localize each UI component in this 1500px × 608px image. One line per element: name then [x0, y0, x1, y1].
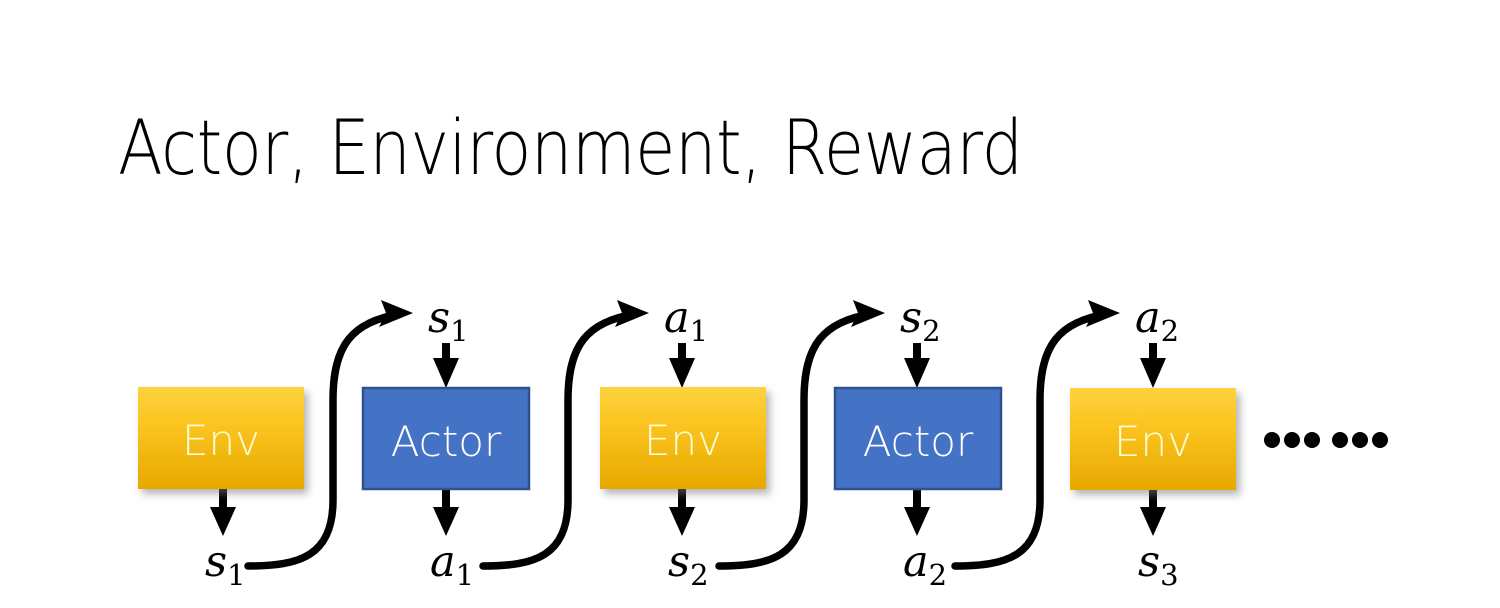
math-base: s	[205, 537, 227, 587]
connector-path	[951, 310, 1111, 570]
block-label: Env	[644, 416, 722, 465]
block-rect	[600, 387, 766, 489]
math-subscript: 3	[1160, 558, 1178, 592]
bottom-label-group: s1 a1 s2 a2 s3	[205, 537, 1179, 592]
math-subscript: 1	[450, 314, 468, 348]
math-label-s1-top: s1	[428, 293, 469, 348]
block-rect	[1070, 388, 1236, 490]
math-label-a2-bottom: a2	[903, 537, 947, 592]
vertical-arrow-actor2-in	[904, 343, 930, 388]
block-label: Env	[182, 416, 260, 465]
connector-path	[715, 310, 875, 570]
connector-a2	[951, 300, 1120, 570]
block-env-2[interactable]: Env	[600, 387, 766, 489]
arrow-head-icon	[1086, 300, 1120, 327]
math-subscript: 2	[929, 558, 947, 592]
math-base: s	[1138, 537, 1160, 587]
vertical-arrow-actor1-out	[433, 489, 459, 536]
block-rect	[361, 386, 531, 491]
math-base: s	[428, 293, 450, 343]
connector-path	[479, 310, 639, 570]
vertical-arrow-env2-out	[669, 489, 695, 536]
connector-s1	[244, 300, 413, 570]
block-actor-1[interactable]: Actor	[361, 386, 531, 491]
math-label-a1-bottom: a1	[430, 537, 474, 592]
math-base: a	[664, 293, 690, 343]
math-base: s	[668, 537, 690, 587]
ellipsis-dot	[1352, 432, 1368, 448]
page-title: Actor, Environment, Reward	[118, 103, 1023, 192]
block-env-3[interactable]: Env	[1070, 388, 1236, 490]
ellipsis-dot	[1304, 432, 1320, 448]
block-label: Env	[1114, 417, 1192, 466]
connector-path	[244, 310, 404, 570]
top-label-group: s1 a1 s2 a2	[428, 293, 1179, 348]
math-label-a2-top: a2	[1135, 293, 1179, 348]
math-subscript: 2	[922, 314, 940, 348]
vertical-arrow-actor2-out	[904, 489, 930, 536]
block-rect	[138, 387, 304, 489]
vertical-arrow-env2-in	[669, 343, 695, 388]
connector-group	[244, 300, 1120, 570]
block-env-1[interactable]: Env	[138, 387, 304, 489]
ellipsis-indicator	[1264, 432, 1388, 448]
math-label-s3-bottom: s3	[1138, 537, 1179, 592]
arrow-head-icon	[851, 300, 885, 327]
math-label-s1-bottom: s1	[205, 537, 246, 592]
ellipsis-dot	[1332, 432, 1348, 448]
ellipsis-dot	[1284, 432, 1300, 448]
block-label: Actor	[863, 417, 974, 466]
math-base: a	[903, 537, 929, 587]
vertical-arrow-group	[210, 343, 1166, 536]
vertical-arrow-env3-in	[1140, 343, 1166, 388]
block-rect	[833, 386, 1003, 491]
math-base: s	[900, 293, 922, 343]
math-label-s2-top: s2	[900, 293, 941, 348]
ellipsis-dot	[1264, 432, 1280, 448]
connector-a1	[479, 300, 649, 570]
math-base: a	[1135, 293, 1161, 343]
ellipsis-dot	[1372, 432, 1388, 448]
math-label-s2-bottom: s2	[668, 537, 709, 592]
math-label-a1-top: a1	[664, 293, 708, 348]
block-label: Actor	[391, 417, 502, 466]
math-subscript: 1	[690, 314, 708, 348]
vertical-arrow-env3-out	[1140, 490, 1166, 536]
connector-s2	[715, 300, 885, 570]
vertical-arrow-actor1-in	[433, 343, 459, 388]
math-base: a	[430, 537, 456, 587]
math-subscript: 1	[456, 558, 474, 592]
arrow-head-icon	[379, 300, 413, 327]
arrow-head-icon	[615, 300, 649, 327]
math-subscript: 1	[227, 558, 245, 592]
block-group: Env Actor Env Actor Env	[138, 386, 1236, 491]
math-subscript: 2	[690, 558, 708, 592]
block-actor-2[interactable]: Actor	[833, 386, 1003, 491]
math-subscript: 2	[1161, 314, 1179, 348]
vertical-arrow-env1-out	[210, 489, 236, 536]
